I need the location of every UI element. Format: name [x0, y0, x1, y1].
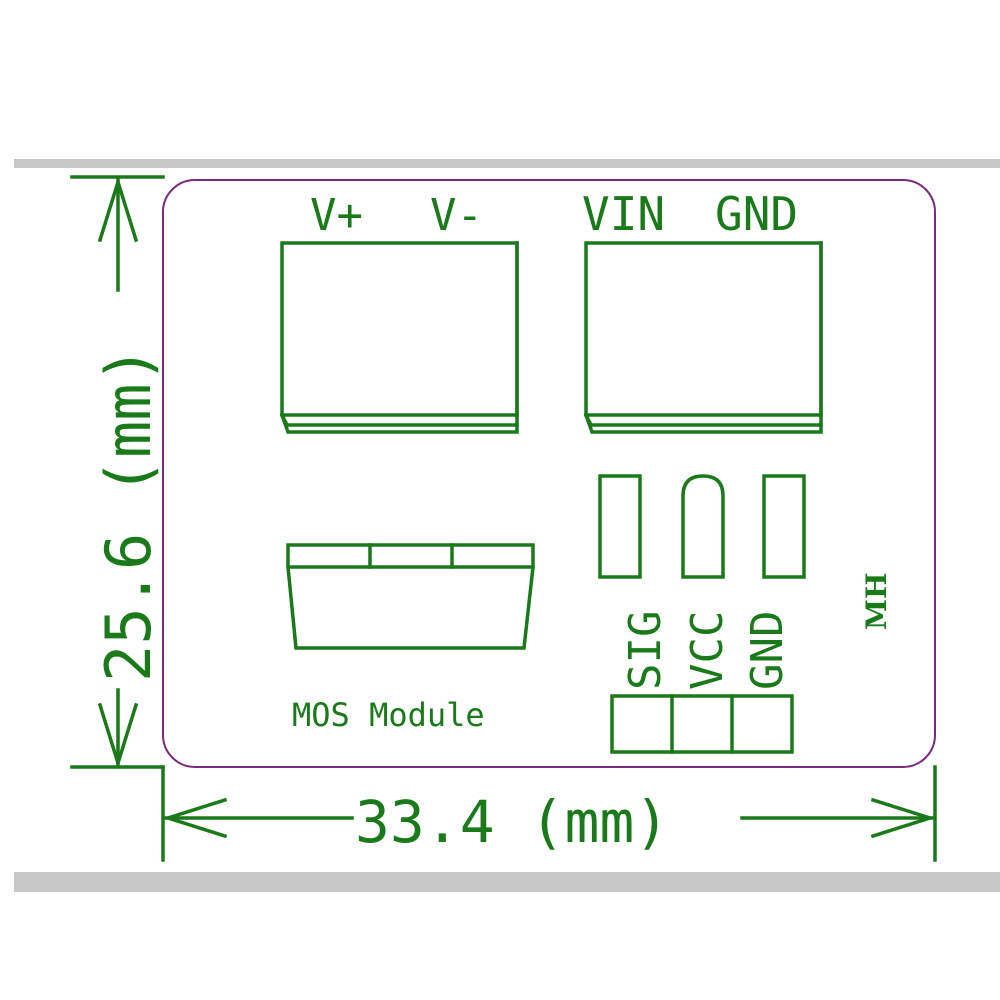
sig-pad: [598, 474, 642, 579]
power-neg-label: V-: [430, 190, 483, 241]
header-label-vcc: VCC: [682, 611, 733, 690]
header-label-sig: SIG: [620, 611, 671, 690]
height-dimension: [70, 175, 165, 769]
mosfet-footprint: [286, 543, 535, 650]
module-label: MOS Module: [292, 696, 485, 734]
input-gnd-label: GND: [715, 187, 798, 241]
width-dimension: [161, 765, 937, 862]
power-terminal-block: [279, 241, 519, 434]
vcc-pad: [681, 474, 725, 579]
maker-mark: MH: [860, 573, 893, 630]
vin-label: VIN: [582, 187, 665, 241]
board-outline: [162, 179, 936, 768]
gnd-pad: [762, 474, 806, 579]
bottom-rail: [14, 872, 1000, 892]
power-pos-label: V+: [310, 190, 363, 241]
input-terminal-block: [583, 241, 823, 434]
header-label-gnd: GND: [742, 611, 793, 690]
height-dimension-label: 25.6 (mm): [92, 346, 165, 682]
pin-header: [610, 694, 794, 754]
top-rail: [14, 159, 1000, 168]
width-dimension-label: 33.4 (mm): [355, 788, 669, 856]
